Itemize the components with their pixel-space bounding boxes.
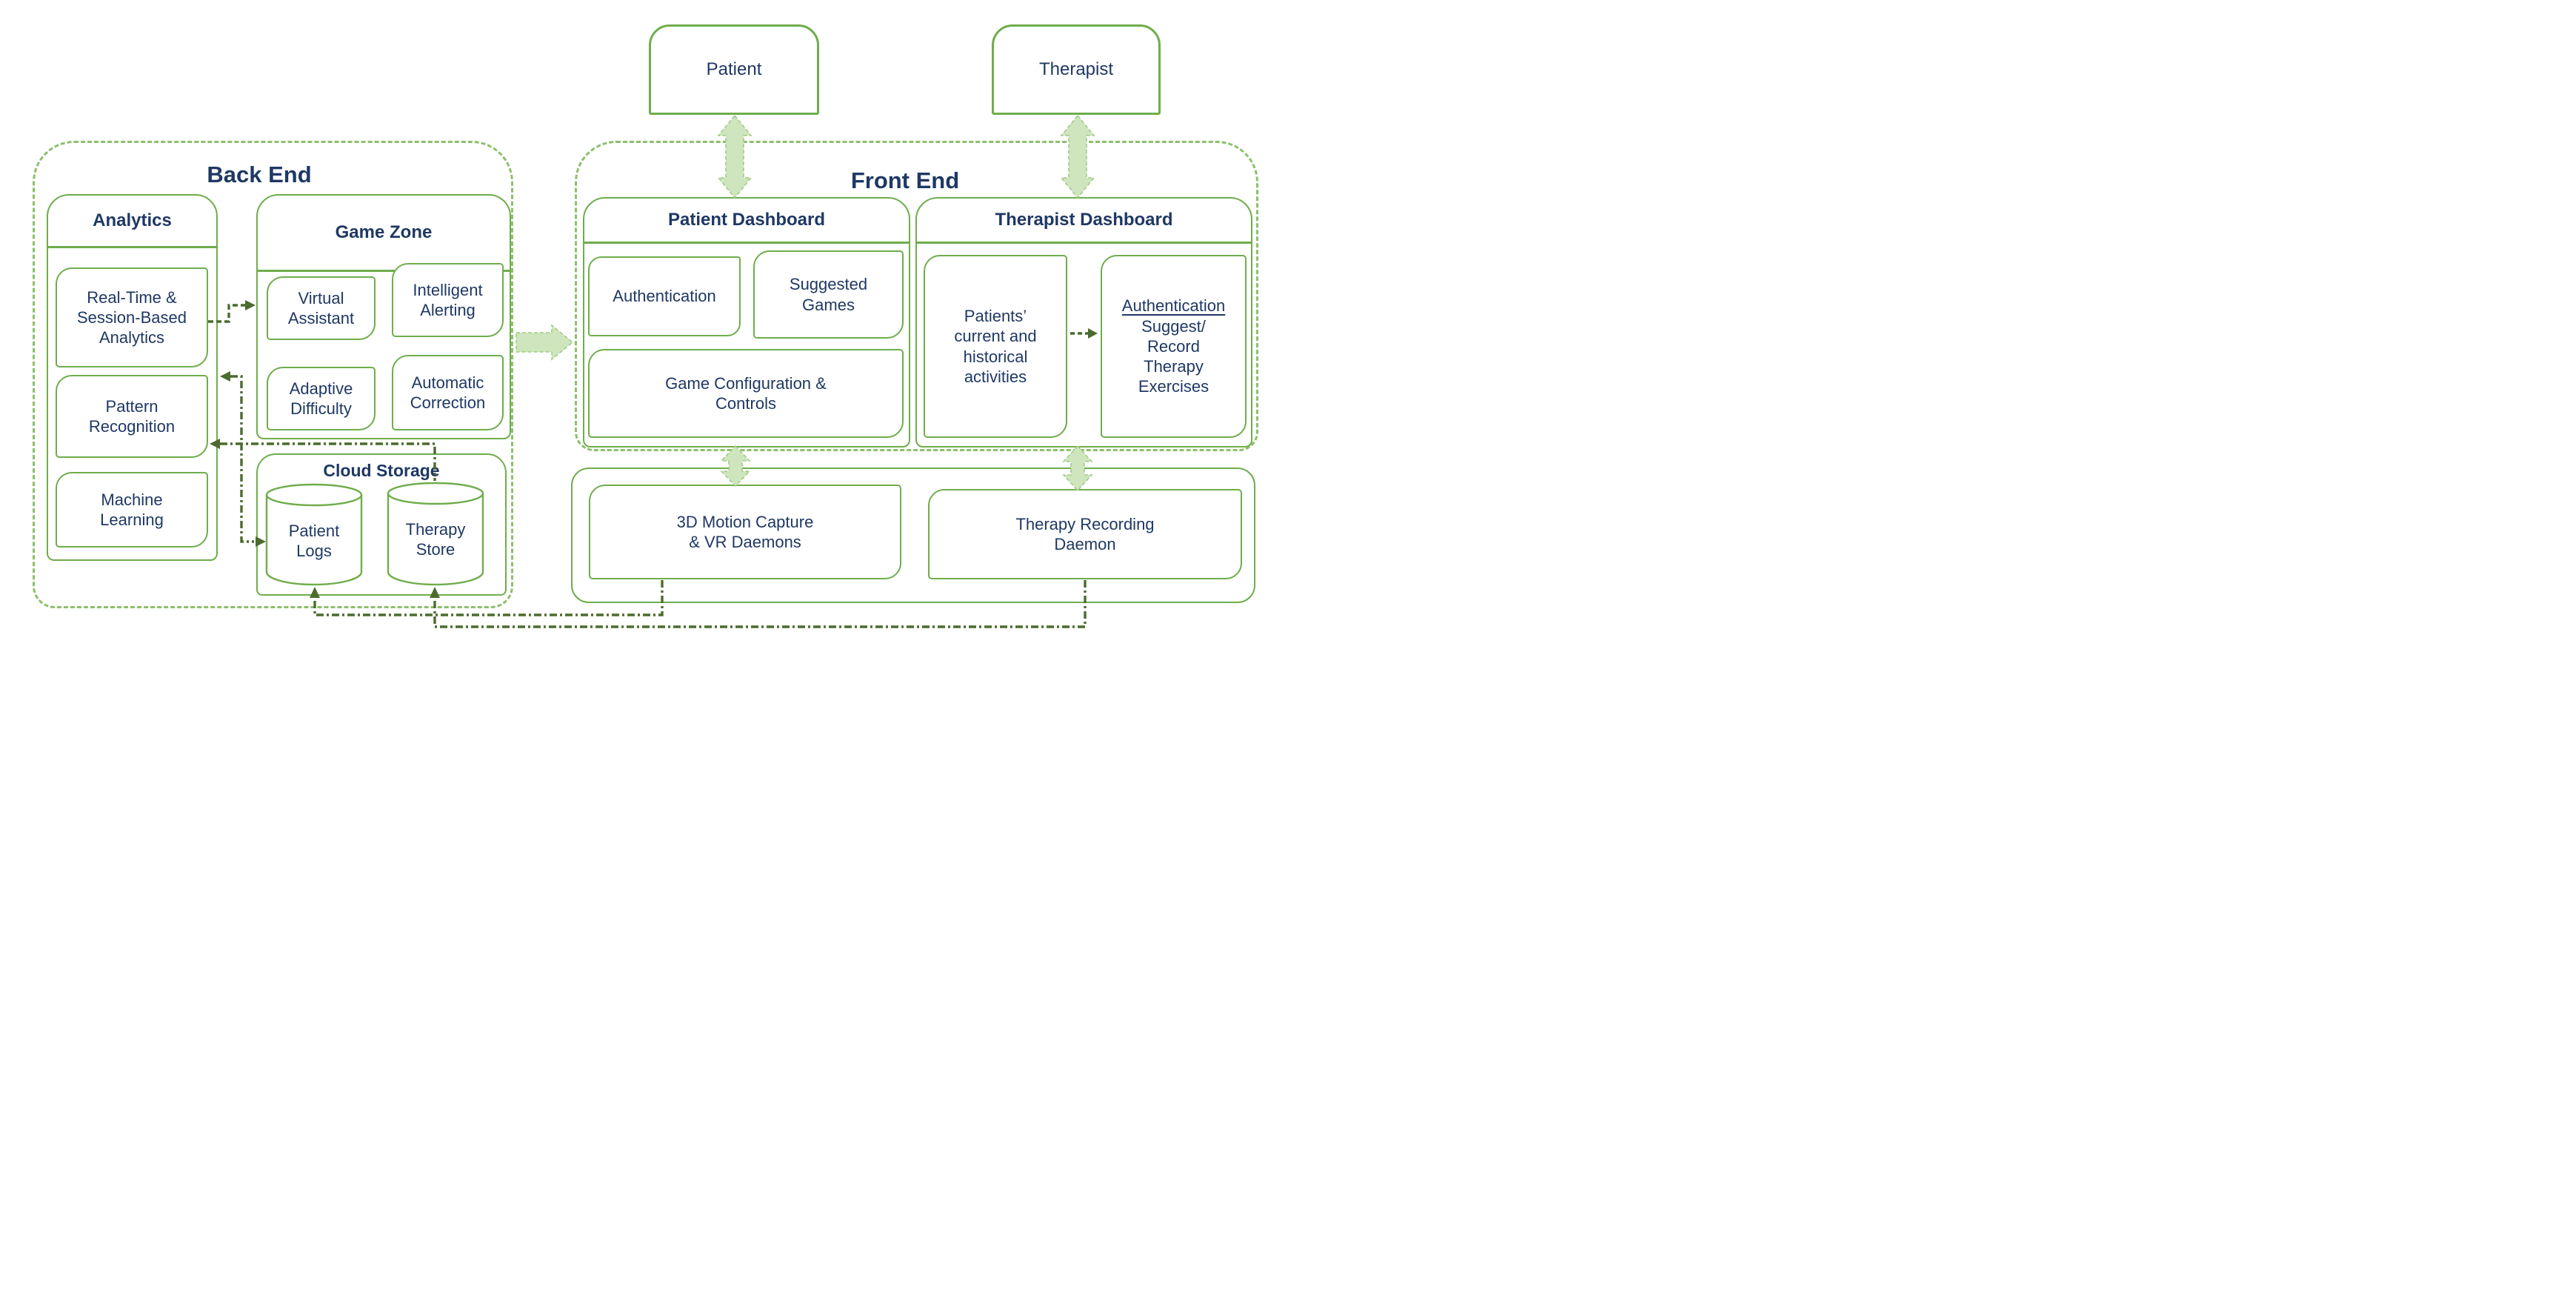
frontend-title: Front End — [850, 167, 960, 193]
node-intelligent-alerting: Intelligent Alerting — [392, 263, 504, 337]
node-automatic-correction: Automatic Correction — [392, 355, 504, 430]
therapist-authentication-lines: Suggest/ Record Therapy Exercises — [1138, 316, 1209, 396]
analytics-header: Analytics — [48, 196, 216, 248]
node-pattern-recognition: Pattern Recognition — [56, 375, 208, 458]
backend-title: Back End — [207, 162, 312, 187]
therapist-dashboard-title: Therapist Dashboard — [995, 210, 1173, 230]
node-game-configuration-label: Game Configuration & Controls — [665, 373, 827, 413]
node-game-configuration: Game Configuration & Controls — [588, 349, 904, 438]
analytics-title: Analytics — [93, 210, 172, 230]
node-pattern-recognition-label: Pattern Recognition — [88, 396, 176, 436]
node-motion-capture-daemon: 3D Motion Capture & VR Daemons — [589, 485, 901, 579]
node-authentication: Authentication — [588, 256, 741, 336]
node-virtual-assistant: Virtual Assistant — [267, 276, 376, 340]
node-authentication-label: Authentication — [613, 287, 716, 306]
frontend-container — [575, 141, 1258, 451]
node-suggested-games-label: Suggested Games — [789, 275, 868, 314]
node-adaptive-difficulty: Adaptive Difficulty — [267, 367, 376, 430]
gamezone-header: Game Zone — [258, 196, 510, 272]
patient-dashboard-title: Patient Dashboard — [667, 210, 826, 230]
actor-therapist-box: Therapist — [992, 24, 1161, 115]
node-virtual-assistant-label: Virtual Assistant — [287, 288, 355, 327]
architecture-diagram: Patient Therapist Back End Analytics Rea… — [0, 0, 1288, 650]
gamezone-title: Game Zone — [335, 222, 433, 242]
cylinder-therapy-store-label: Therapy Store — [405, 519, 466, 559]
node-realtime-analytics: Real-Time & Session-Based Analytics — [56, 267, 208, 367]
actor-patient-label: Patient — [706, 59, 762, 79]
node-patients-activities: Patients’ current and historical activit… — [924, 255, 1067, 438]
node-automatic-correction-label: Automatic Correction — [410, 373, 486, 412]
node-suggested-games: Suggested Games — [753, 250, 904, 339]
actor-therapist-label: Therapist — [1038, 59, 1114, 79]
node-therapy-recording-daemon: Therapy Recording Daemon — [928, 489, 1242, 579]
arrow-backend-frontend — [515, 324, 574, 361]
cloudstorage-header: Cloud Storage — [258, 455, 505, 486]
cloudstorage-title: Cloud Storage — [323, 460, 440, 480]
cylinder-patient-logs-label: Patient Logs — [288, 521, 340, 560]
node-intelligent-alerting-label: Intelligent Alerting — [413, 280, 483, 319]
therapist-dashboard-header: Therapist Dashboard — [917, 199, 1251, 244]
therapist-authentication-heading: Authentication — [1121, 296, 1226, 316]
node-realtime-analytics-label: Real-Time & Session-Based Analytics — [77, 287, 187, 347]
backend-container — [33, 141, 513, 608]
node-machine-learning: Machine Learning — [56, 472, 208, 548]
node-therapist-authentication: Authentication Suggest/ Record Therapy E… — [1101, 255, 1247, 438]
node-therapy-recording-daemon-label: Therapy Recording Daemon — [1015, 514, 1155, 553]
actor-patient-box: Patient — [649, 24, 819, 115]
node-patients-activities-label: Patients’ current and historical activit… — [954, 306, 1037, 386]
node-adaptive-difficulty-label: Adaptive Difficulty — [289, 379, 353, 418]
node-motion-capture-daemon-label: 3D Motion Capture & VR Daemons — [676, 512, 814, 551]
patient-dashboard-header: Patient Dashboard — [584, 199, 909, 244]
node-machine-learning-label: Machine Learning — [100, 490, 164, 529]
